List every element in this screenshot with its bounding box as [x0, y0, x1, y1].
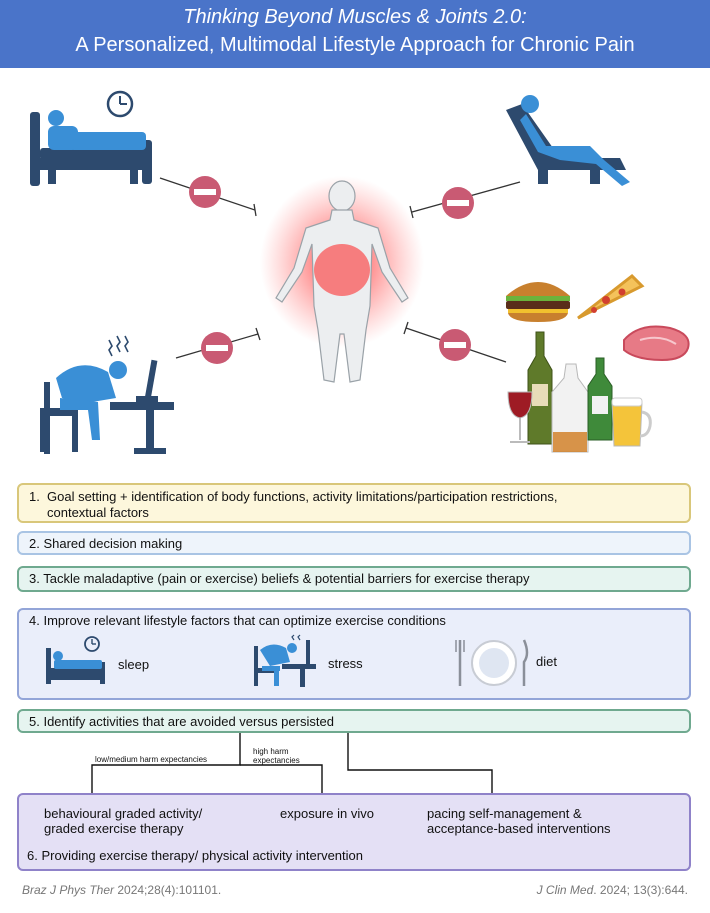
- steak-icon: [623, 325, 690, 362]
- clock-icon: [106, 90, 134, 118]
- stressed-worker-icon: [40, 335, 174, 454]
- step-1-text-line-1: Goal setting + identification of body fu…: [47, 489, 558, 504]
- branch-high-label-1: high harm: [253, 747, 289, 756]
- step-2-shared-decision: 2. Shared decision making: [17, 531, 691, 555]
- step-4-text: 4. Improve relevant lifestyle factors th…: [29, 613, 446, 628]
- branch-low-label: low/medium harm expectancies: [95, 755, 208, 764]
- option-exposure-in-vivo: exposure in vivo: [280, 806, 374, 821]
- no-sign-icon: [189, 176, 221, 208]
- human-body-pain-figure: [260, 176, 424, 383]
- stress-small-icon: [254, 634, 316, 687]
- pizza-slice-icon: [577, 274, 645, 320]
- option-pacing-line-1: pacing self-management &: [427, 806, 582, 821]
- plate-diet-icon: [455, 639, 529, 686]
- step-5-text: 5. Identify activities that are avoided …: [29, 714, 334, 729]
- citation-right-detail: . 2024; 13(3):644.: [593, 883, 688, 897]
- branch-high-label-2: expectancies: [253, 756, 300, 765]
- no-sign-icon: [442, 187, 474, 219]
- step-3-text: 3. Tackle maladaptive (pain or exercise)…: [29, 571, 530, 586]
- alcohol-bottles-icon: [507, 331, 652, 453]
- bed-sleep-icon: [30, 110, 152, 186]
- step-2-text: 2. Shared decision making: [29, 536, 183, 551]
- step-5-identify-activities: 5. Identify activities that are avoided …: [17, 709, 691, 733]
- step-6-exercise-therapy: [17, 793, 691, 871]
- step-3-beliefs: 3. Tackle maladaptive (pain or exercise)…: [17, 566, 691, 592]
- citation-right-journal: J Clin Med: [536, 883, 594, 897]
- step-1-goal-setting: 1. Goal setting + identification of body…: [17, 483, 691, 523]
- option-graded-activity-line-2: graded exercise therapy: [44, 821, 184, 836]
- citation-right: J Clin Med. 2024; 13(3):644.: [537, 883, 688, 897]
- citation-left: Braz J Phys Ther 2024;28(4):101101.: [22, 883, 221, 897]
- stress-label: stress: [328, 656, 363, 671]
- burger-icon: [506, 282, 570, 322]
- title-banner: Thinking Beyond Muscles & Joints 2.0: A …: [0, 0, 710, 68]
- citation-left-detail: 2024;28(4):101101.: [114, 883, 222, 897]
- lifestyle-illustration: [30, 90, 690, 454]
- diet-label: diet: [536, 654, 557, 669]
- recliner-sedentary-icon: [506, 95, 630, 186]
- citation-left-journal: Braz J Phys Ther: [22, 883, 115, 897]
- title-line-1: Thinking Beyond Muscles & Joints 2.0:: [183, 6, 527, 28]
- step-1-number: 1.: [29, 489, 40, 504]
- step-1-text-line-2: contextual factors: [47, 505, 149, 520]
- sleep-label: sleep: [118, 657, 150, 672]
- sleep-small-icon: [46, 636, 105, 684]
- step-6-text: 6. Providing exercise therapy/ physical …: [27, 848, 363, 863]
- option-pacing-line-2: acceptance-based interventions: [427, 821, 611, 836]
- title-line-2: A Personalized, Multimodal Lifestyle App…: [75, 34, 635, 56]
- no-sign-icon: [439, 329, 471, 361]
- option-graded-activity-line-1: behavioural graded activity/: [44, 806, 203, 821]
- no-sign-icon: [201, 332, 233, 364]
- step-4-lifestyle-factors: 4. Improve relevant lifestyle factors th…: [17, 608, 691, 700]
